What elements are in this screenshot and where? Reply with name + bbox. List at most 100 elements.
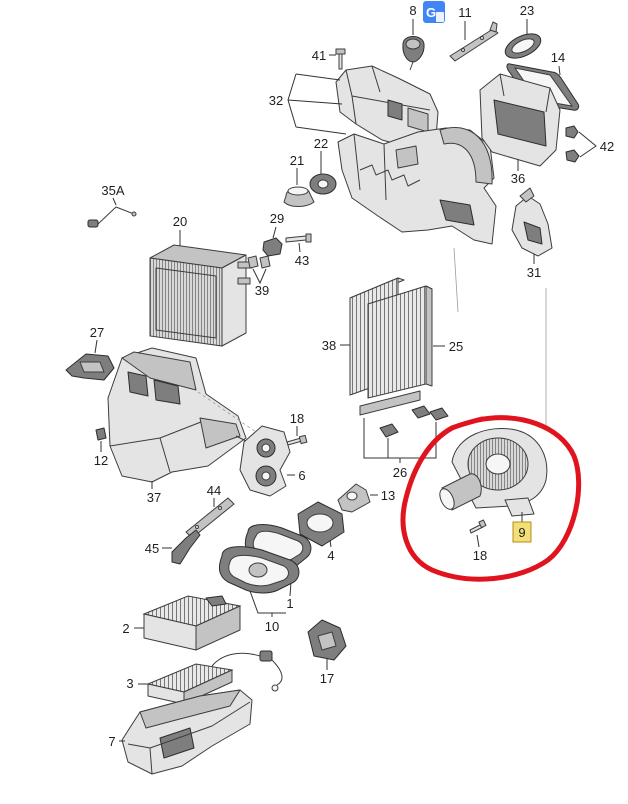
- leader-bracket-39: [252, 268, 267, 285]
- part-37-opening: [127, 371, 149, 397]
- callout-27: 27: [90, 325, 104, 340]
- part-26-clip: [429, 407, 449, 421]
- callout-20: 20: [173, 214, 187, 229]
- leader-line-18-lower: [476, 534, 480, 548]
- part-11-hole: [480, 36, 484, 40]
- callout-11: 11: [458, 5, 472, 20]
- part-32-lower-opening: [439, 199, 475, 226]
- callout-8: 8: [409, 3, 416, 18]
- leader-line-27: [94, 339, 98, 354]
- part-9-fan-hub: [485, 453, 511, 475]
- part-35a-wire: [97, 206, 135, 225]
- google-translate-icon[interactable]: G: [423, 1, 445, 23]
- part-8-stem: [409, 61, 414, 71]
- part-32: [287, 65, 497, 245]
- callout-44: 44: [207, 483, 221, 498]
- part-35a: [87, 197, 137, 228]
- part-36-opening: [493, 99, 547, 147]
- part-20-front-fins: [149, 257, 223, 347]
- part-12-clip: [95, 427, 107, 441]
- part-43: [285, 233, 312, 253]
- callout-4: 4: [327, 548, 334, 563]
- part-29-clip: [262, 237, 283, 257]
- part-8-face: [405, 38, 421, 50]
- leader-bracket-10: [249, 590, 286, 617]
- part-25-side-edge: [425, 285, 433, 387]
- part-18-lower-screw-head: [478, 519, 487, 529]
- part-44-hole: [195, 525, 199, 529]
- part-45: [162, 529, 201, 565]
- callout-45: 45: [145, 541, 159, 556]
- part-3-wire: [211, 652, 283, 686]
- highlight-ring: [400, 415, 582, 582]
- part-10: [219, 546, 300, 617]
- part-21-rim: [287, 186, 309, 196]
- part-44-hole: [218, 506, 222, 510]
- part-36-edges: [499, 73, 551, 113]
- part-32-curved-duct: [439, 126, 493, 185]
- google-translate-icon-tile: [436, 12, 444, 22]
- part-17-face: [317, 631, 337, 651]
- callout-26: 26: [393, 465, 407, 480]
- part-18-lower: [469, 519, 487, 548]
- part-3: [138, 650, 283, 705]
- part-6: [235, 425, 295, 497]
- part-32-upper-opening: [387, 99, 403, 121]
- callout-3: 3: [126, 676, 133, 691]
- callout-22: 22: [314, 136, 328, 151]
- callout-9: 9: [518, 525, 525, 540]
- part-4-opening: [306, 513, 334, 533]
- callout-18-upper: 18: [290, 411, 304, 426]
- part-20-front-frame: [155, 267, 217, 339]
- part-6-arm: [235, 435, 247, 442]
- part-39: [247, 255, 271, 285]
- guide-line: [453, 247, 459, 313]
- part-45-lever: [171, 529, 201, 565]
- part-26-clip: [379, 423, 399, 438]
- part-21: [283, 168, 315, 207]
- callout-43: 43: [295, 253, 309, 268]
- callout-21: 21: [290, 153, 304, 168]
- part-26-clip: [411, 405, 431, 419]
- part-27-plate: [79, 361, 105, 373]
- part-7-edges: [127, 701, 251, 775]
- callout-39: 39: [255, 283, 269, 298]
- part-9: [439, 428, 548, 522]
- leader-bracket-42: [578, 131, 597, 158]
- callout-32: 32: [269, 93, 283, 108]
- part-31: [511, 187, 553, 264]
- part-37: [107, 347, 247, 489]
- part-13-opening: [346, 491, 358, 501]
- google-translate-icon-letter: G: [426, 5, 436, 20]
- callout-10: 10: [265, 619, 279, 634]
- part-37-opening: [153, 379, 181, 405]
- callout-38: 38: [322, 338, 336, 353]
- part-25: [367, 285, 445, 399]
- callout-35a: 35A: [101, 183, 124, 198]
- part-37-top-face: [121, 351, 197, 391]
- part-25-pleats: [367, 285, 427, 399]
- callout-41: 41: [312, 48, 326, 63]
- part-11-tab: [489, 21, 498, 33]
- leader-line-29: [272, 226, 277, 239]
- part-20-pipe: [237, 277, 251, 285]
- part-11-bracket: [449, 28, 499, 62]
- callout-12: 12: [94, 453, 108, 468]
- part-13: [337, 483, 378, 513]
- part-23: [504, 19, 542, 59]
- callout-6: 6: [298, 468, 305, 483]
- part-8: [402, 19, 425, 71]
- part-9-motor-cap: [439, 488, 455, 510]
- part-18-upper-screw-head: [298, 434, 308, 445]
- part-7: [119, 689, 253, 775]
- part-31-face: [523, 221, 543, 245]
- callout-labels: 8 11 23 41 14 32 42 36 22 21 35A 20 29 4…: [90, 3, 614, 749]
- part-22-hole: [317, 179, 329, 189]
- part-42-clip: [565, 125, 579, 139]
- callout-14: 14: [551, 50, 565, 65]
- part-20-side-face: [221, 254, 247, 347]
- part-41: [329, 48, 346, 70]
- callout-7: 7: [108, 734, 115, 749]
- part-41-bolt-shaft: [338, 53, 343, 70]
- part-42-clip: [565, 149, 580, 163]
